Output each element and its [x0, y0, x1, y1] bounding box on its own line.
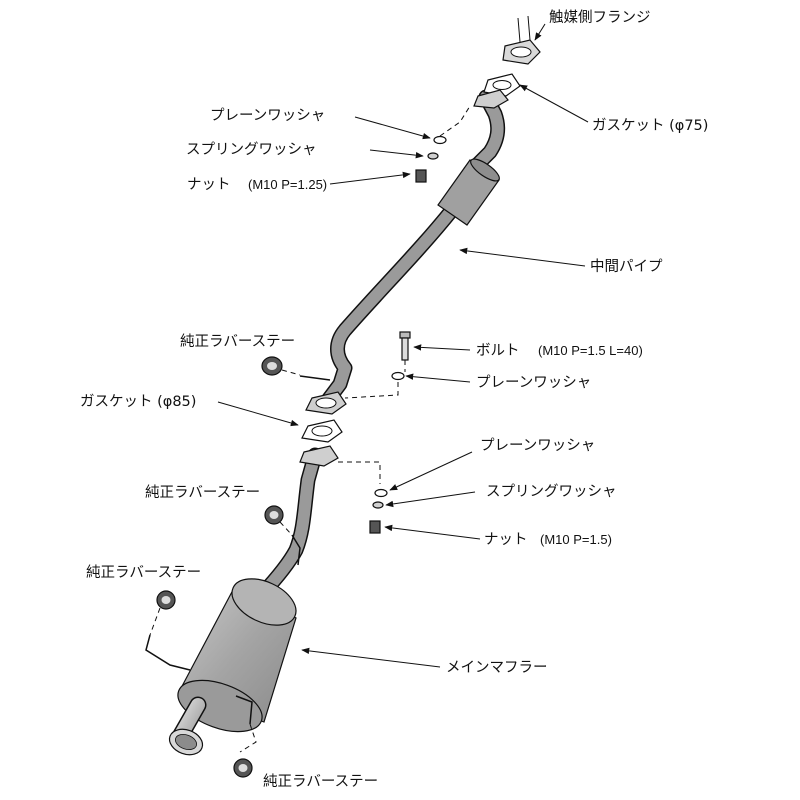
label-mid-pipe: 中間パイプ — [590, 258, 663, 275]
rubber-stay-2-shape — [264, 505, 301, 566]
label-spring-washer-low: スプリングワッシャ — [486, 483, 617, 500]
label-cat-flange: 触媒側フランジ — [549, 9, 651, 26]
label-gasket-85: ガスケット (φ85) — [80, 393, 196, 410]
label-rubber-stay-1: 純正ラバーステー — [180, 333, 295, 350]
label-rubber-stay-4: 純正ラバーステー — [263, 773, 378, 790]
label-nut-top: ナット — [187, 177, 231, 193]
mid-pipe-shape — [320, 89, 506, 408]
label-rubber-stay-2: 純正ラバーステー — [145, 484, 260, 501]
leader-lines — [217, 23, 589, 668]
main-muffler-shape — [168, 578, 297, 756]
resonator-shape — [437, 158, 500, 226]
gasket-85-shape — [301, 419, 343, 443]
rear-inlet-flange-shape — [299, 445, 339, 467]
label-plain-washer-top: プレーンワッシャ — [210, 107, 325, 124]
label-nut-low: ナット — [484, 532, 528, 548]
mid-outlet-flange-shape — [305, 391, 347, 415]
pipe-inlet-flange-shape — [473, 89, 509, 109]
rear-pipe-shape — [254, 447, 323, 602]
label-gasket-75: ガスケット (φ75) — [592, 117, 708, 134]
cat-flange-shape — [502, 15, 541, 65]
label-rubber-stay-3: 純正ラバーステー — [86, 564, 201, 581]
low-hardware — [338, 461, 388, 534]
label-spring-washer-top: スプリングワッシャ — [186, 141, 317, 158]
label-plain-washer-mid: プレーンワッシャ — [476, 374, 591, 391]
rubber-stay-1-shape — [261, 356, 331, 381]
rubber-stay-4-shape — [233, 695, 257, 778]
label-bolt-spec: (M10 P=1.5 L=40) — [538, 343, 643, 358]
top-hardware — [415, 105, 471, 183]
gasket-75-shape — [483, 73, 521, 97]
bolt-shape — [344, 331, 411, 399]
labels: 触媒側フランジ ガスケット (φ75) プレーンワッシャ スプリングワッシャ ナ… — [80, 9, 708, 790]
label-bolt: ボルト — [476, 342, 520, 359]
label-nut-low-spec: (M10 P=1.5) — [540, 532, 612, 547]
label-plain-washer-low: プレーンワッシャ — [480, 437, 595, 454]
rubber-stay-3-shape — [145, 590, 191, 671]
label-main-muffler: メインマフラー — [446, 660, 548, 676]
label-nut-top-spec: (M10 P=1.25) — [248, 177, 327, 192]
